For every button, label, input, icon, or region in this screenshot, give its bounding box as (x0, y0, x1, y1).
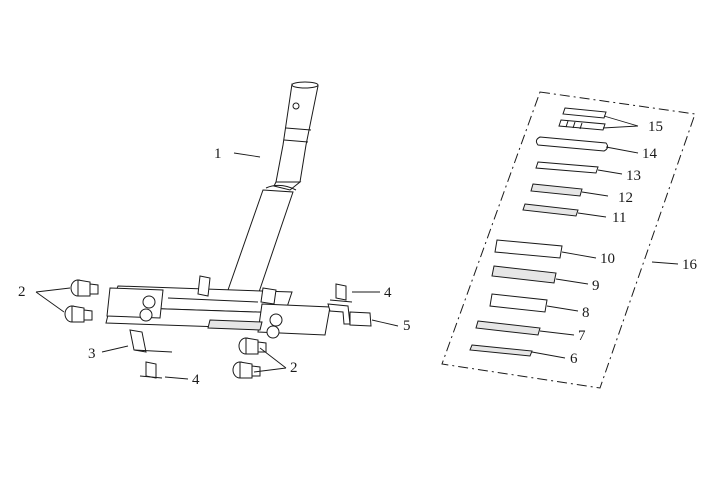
callout-10: 10 (600, 251, 615, 267)
bearing-9 (491, 265, 557, 284)
washer-13 (535, 161, 599, 174)
callout-2-right: 2 (290, 360, 298, 376)
callout-8: 8 (582, 305, 590, 321)
bolt-lower-left (64, 305, 93, 323)
seal-6 (469, 344, 533, 357)
bolt-upper-left (70, 279, 99, 297)
triple-clamp (105, 275, 331, 339)
callout-6: 6 (570, 351, 578, 367)
callout-11: 11 (612, 210, 626, 226)
bracket (129, 329, 173, 353)
callout-12: 12 (618, 190, 633, 206)
nut-bottom (139, 361, 163, 379)
cable-clamp (327, 303, 372, 327)
callout-4-bottom: 4 (192, 372, 200, 388)
callout-14: 14 (642, 146, 658, 162)
cap-10 (494, 239, 563, 259)
kit-boundary (441, 91, 696, 389)
nut-15b (558, 119, 606, 131)
leader-lines (35, 115, 679, 380)
nut-15a (562, 107, 607, 119)
callout-5: 5 (403, 318, 411, 334)
bearing-12 (530, 183, 583, 197)
callout-9: 9 (592, 278, 600, 294)
cover-14 (535, 136, 609, 152)
callout-13: 13 (626, 168, 641, 184)
race-7 (475, 320, 541, 336)
cup-8 (489, 293, 548, 313)
callout-1: 1 (214, 146, 222, 162)
bolt-lower-right (232, 361, 261, 379)
callout-4-top: 4 (384, 285, 392, 301)
washer-11 (522, 203, 579, 217)
steering-stem (227, 81, 319, 293)
callout-3: 3 (88, 346, 96, 362)
nut-top (329, 283, 353, 303)
callout-7: 7 (578, 328, 586, 344)
callout-15: 15 (648, 119, 663, 135)
callout-2-left: 2 (18, 284, 26, 300)
callout-16: 16 (682, 257, 698, 273)
bolt-upper-right (238, 337, 267, 355)
